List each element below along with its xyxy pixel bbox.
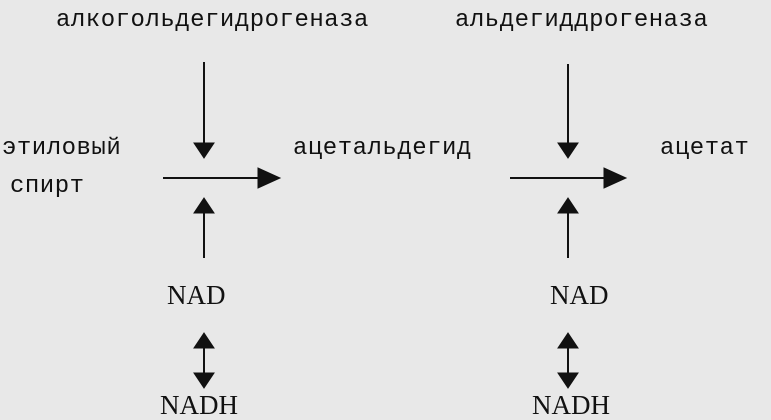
acetate-label: ацетат xyxy=(660,135,750,162)
ethanol-label-line2: спирт xyxy=(10,173,85,200)
nadh-2-label: NADH xyxy=(532,390,610,420)
nad-nadh-1-arrow-head-down xyxy=(193,372,215,389)
nad-nadh-2-arrow-head-down xyxy=(557,372,579,389)
ethanol-label-line1: этиловый xyxy=(2,135,122,162)
enzyme-1-label: алкогольдегидрогеназа xyxy=(56,7,369,34)
enzyme-1-down-arrow-head xyxy=(193,142,215,159)
nad-1-label: NAD xyxy=(167,280,226,310)
acetaldehyde-label: ацетальдегид xyxy=(293,135,472,162)
reaction-1-arrow-head xyxy=(257,167,282,189)
step-2-arrows xyxy=(510,64,628,389)
nadh-1-label: NADH xyxy=(160,390,238,420)
step-1-arrows xyxy=(163,62,282,389)
nad-2-label: NAD xyxy=(550,280,609,310)
nad-nadh-2-arrow-head-up xyxy=(557,332,579,349)
cofactor-1-up-arrow-head xyxy=(193,197,215,214)
reaction-2-arrow-head xyxy=(603,167,628,189)
enzyme-2-label: альдегиддрогеназа xyxy=(455,7,709,34)
enzyme-2-down-arrow-head xyxy=(557,142,579,159)
nad-nadh-1-arrow-head-up xyxy=(193,332,215,349)
cofactor-2-up-arrow-head xyxy=(557,197,579,214)
